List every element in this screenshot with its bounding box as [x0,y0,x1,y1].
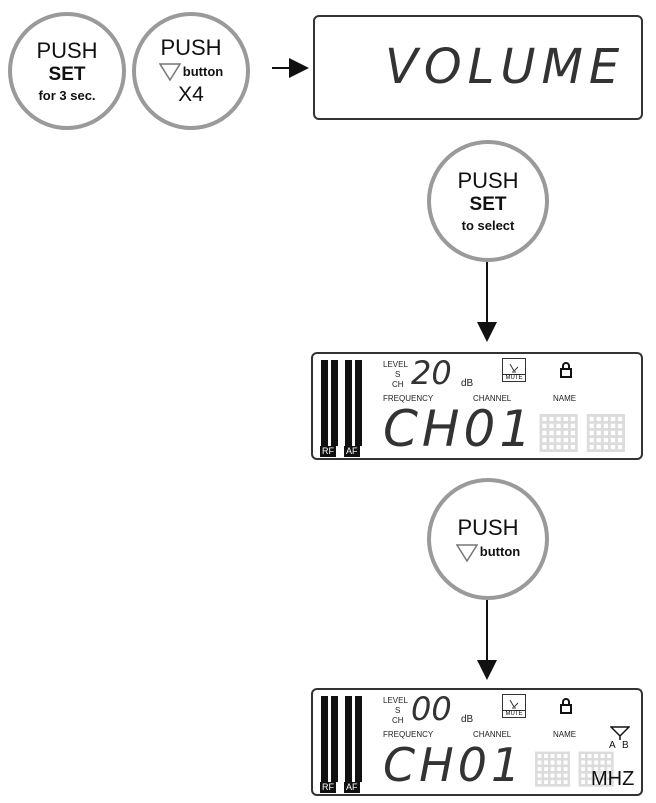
antenna-icon [610,726,630,740]
af-meter-bar-2 [355,360,362,446]
rf-meter-bar-1 [321,696,328,782]
name-ghost-segments: ▦▦ [531,738,618,792]
rf-meter-bar-2 [331,360,338,446]
set-label: SET [469,194,507,215]
repeat-count: X4 [178,83,204,107]
push-label: PUSH [36,37,98,63]
mhz-unit: MHZ [591,768,635,790]
mute-label: MUTE [503,374,525,381]
af-meter-bar-1 [345,696,352,782]
level-value: 20 [411,354,452,392]
af-meter-bar-2 [355,696,362,782]
lock-icon [560,698,572,714]
lock-icon [560,362,572,378]
af-meter-bar-1 [345,360,352,446]
down-triangle-icon [158,63,181,82]
channel-main-text: CH01 [383,400,536,458]
push-label: PUSH [457,515,519,541]
level-value: 00 [411,690,452,728]
antenna-b-label: B [622,740,629,751]
down-triangle-icon [455,543,478,562]
duration-label: for 3 sec. [38,87,96,103]
microphone-icon [509,363,519,373]
rf-meter-bar-2 [331,696,338,782]
mute-icon: MUTE [502,694,526,718]
af-label: AF [344,782,360,793]
db-unit: dB [461,378,474,389]
ch-label: CH [392,380,404,389]
channel-display: RF AF LEVEL S CH 20 dB MUTE FREQUENCY CH… [311,352,643,460]
channel-main-text: CH01 [383,738,525,792]
name-ghost-segments: ▦▦ [535,400,630,458]
set-label: SET [48,64,86,85]
db-unit: dB [461,714,474,725]
rf-meter-bar-1 [321,360,328,446]
rf-label: RF [320,782,336,793]
push-set-select-step: PUSH SET to select [427,140,549,262]
af-label: AF [344,446,360,457]
level-label: LEVEL [383,696,408,705]
volume-display: VOLUME [313,15,643,120]
microphone-icon [509,699,519,709]
push-down-x4-step: PUSH button X4 [132,12,250,130]
rf-label: RF [320,446,336,457]
name-label: NAME [553,730,577,739]
antenna-a-label: A [609,740,616,751]
name-label: NAME [553,394,577,403]
level-label: LEVEL [383,360,408,369]
push-set-3sec-step: PUSH SET for 3 sec. [8,12,126,130]
s-label: S [395,370,401,379]
frequency-label: FREQUENCY [383,730,434,739]
push-down-step: PUSH button [427,478,549,600]
button-label: button [479,544,521,560]
push-label: PUSH [457,167,519,193]
channel-label: CHANNEL [473,730,512,739]
select-label: to select [461,217,515,233]
display-text: VOLUME [385,39,626,95]
frequency-display: RF AF LEVEL S CH 00 dB MUTE FREQUENCY CH… [311,688,643,796]
s-label: S [395,706,401,715]
channel-label: CHANNEL [473,394,512,403]
mute-label: MUTE [503,710,525,717]
button-label: button [182,63,224,79]
push-label: PUSH [160,34,222,60]
mute-icon: MUTE [502,358,526,382]
ch-label: CH [392,716,404,725]
frequency-label: FREQUENCY [383,394,434,403]
